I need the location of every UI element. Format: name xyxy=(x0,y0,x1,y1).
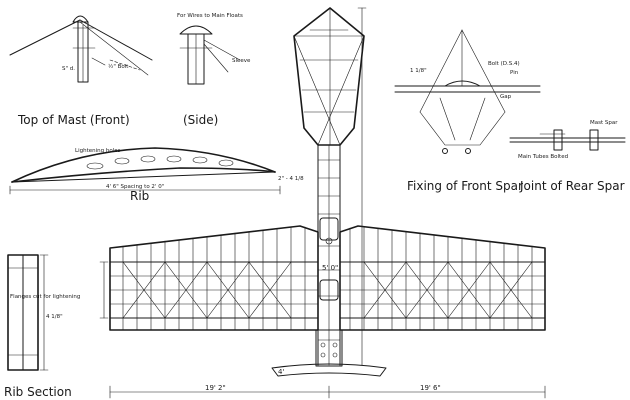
rib-section-note: Flanges cut for lightening xyxy=(10,294,80,300)
mast-side-note: For Wires to Main Floats xyxy=(177,13,243,19)
rib-lightening-note: Lightening holes xyxy=(75,148,121,154)
mast-side-detail: For Wires to Main Floats Sleeve xyxy=(177,13,251,85)
span-right-dim: 19' 6" xyxy=(420,384,441,392)
rear-spar-note-2: Mast Spar xyxy=(590,120,618,126)
main-wing-plan xyxy=(109,225,546,331)
svg-text:1 1/8": 1 1/8" xyxy=(410,68,427,74)
rear-spar-joint-detail: Main Tubes Bolted Mast Spar xyxy=(509,120,626,160)
caption-rib-section: Rib Section xyxy=(4,385,72,399)
fuselage-plan: 4' xyxy=(271,7,387,377)
caption-fixing-front-spar: Fixing of Front Spar xyxy=(407,179,523,193)
rib-section-detail: Flanges cut for lightening 4 1/8" xyxy=(7,254,80,371)
svg-text:4': 4' xyxy=(278,368,284,376)
caption-top-of-mast-front: Top of Mast (Front) xyxy=(17,113,130,127)
caption-rib: Rib xyxy=(130,189,149,203)
svg-text:Sleeve: Sleeve xyxy=(232,58,251,64)
front-spar-fixing-detail: Bolt (D.S.4) 1 1/8" Gap Pin xyxy=(394,29,541,154)
svg-text:4 1/8": 4 1/8" xyxy=(46,314,63,320)
svg-text:S" d.: S" d. xyxy=(62,66,75,72)
rear-spar-note-1: Main Tubes Bolted xyxy=(518,154,568,160)
svg-text:Gap: Gap xyxy=(500,94,512,100)
front-spar-pin-note: Pin xyxy=(510,70,519,76)
svg-text:½" Bolt: ½" Bolt xyxy=(108,63,129,70)
dimension-lines xyxy=(99,7,546,399)
span-left-dim: 19' 2" xyxy=(205,384,226,392)
caption-side: (Side) xyxy=(183,113,218,127)
rib-detail: 4' 6" Spacing to 2' 0" 2" - 4 1/8 Lighte… xyxy=(9,147,304,195)
rib-length-dim: 4' 6" Spacing to 2' 0" xyxy=(106,184,164,190)
svg-text:Bolt (D.S.4): Bolt (D.S.4) xyxy=(488,61,520,67)
top-of-mast-front-detail: ½" Bolt S" d. xyxy=(9,15,153,83)
rib-depth-dim: 2" - 4 1/8 xyxy=(278,176,304,182)
caption-joint-rear-spar: Joint of Rear Spar xyxy=(519,179,625,193)
chord-dim: 5' 0" xyxy=(322,264,338,272)
